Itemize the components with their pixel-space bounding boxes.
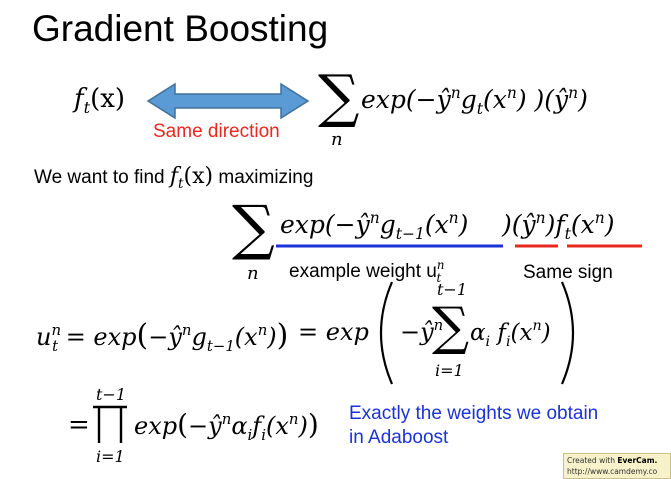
paren-yhat-ft: )(ŷn)ft(xn) [502,209,615,243]
big-left-paren [379,281,394,385]
alpha-f-term: αi fi(xn) [470,318,551,350]
exp-expression-2: exp(−ŷngt−1(xn) [280,209,469,243]
same-sign-label: Same sign [523,262,613,283]
note-line-1: Exactly the weights we obtain [349,403,599,424]
same-direction-label: Same direction [153,121,280,142]
inner-yhat: −ŷn [400,316,444,346]
sigma-symbol-2: ∑ [232,193,275,263]
u-definition: unt = exp(−ŷngt−1(xn)) [36,318,289,355]
sigma-symbol-1: ∑ [318,62,360,130]
product-expression: exp(−ŷnαifi(xn)) [134,408,319,444]
double-arrow-icon [146,82,310,120]
sum-lower-limit: i=1 [435,361,464,380]
product-lower-limit: i=1 [96,447,125,466]
product-sign-icon [93,405,127,443]
note-line-2: in Adaboost [349,427,449,448]
f-t-of-x: ft(x) [74,84,126,117]
product-upper-limit: t−1 [96,385,127,404]
sum-upper-limit: t−1 [437,280,468,299]
sentence-line: We want to find ft(x) maximizing [34,164,314,192]
example-weight-label: example weight unt [289,258,445,285]
equals-sign: = [68,410,90,440]
sum-index-1: n [331,129,343,150]
big-right-paren [560,281,575,385]
slide-title: Gradient Boosting [32,8,329,49]
exp-eq-2: = exp [298,318,369,346]
sigma-symbol-3: ∑ [432,297,470,357]
sum-index-2: n [247,263,259,284]
exp-expression-1: exp(−ŷngt(xn) )(ŷn) [361,84,588,118]
evercam-watermark: Created with EverCam. http://www.camdemy… [563,453,671,479]
